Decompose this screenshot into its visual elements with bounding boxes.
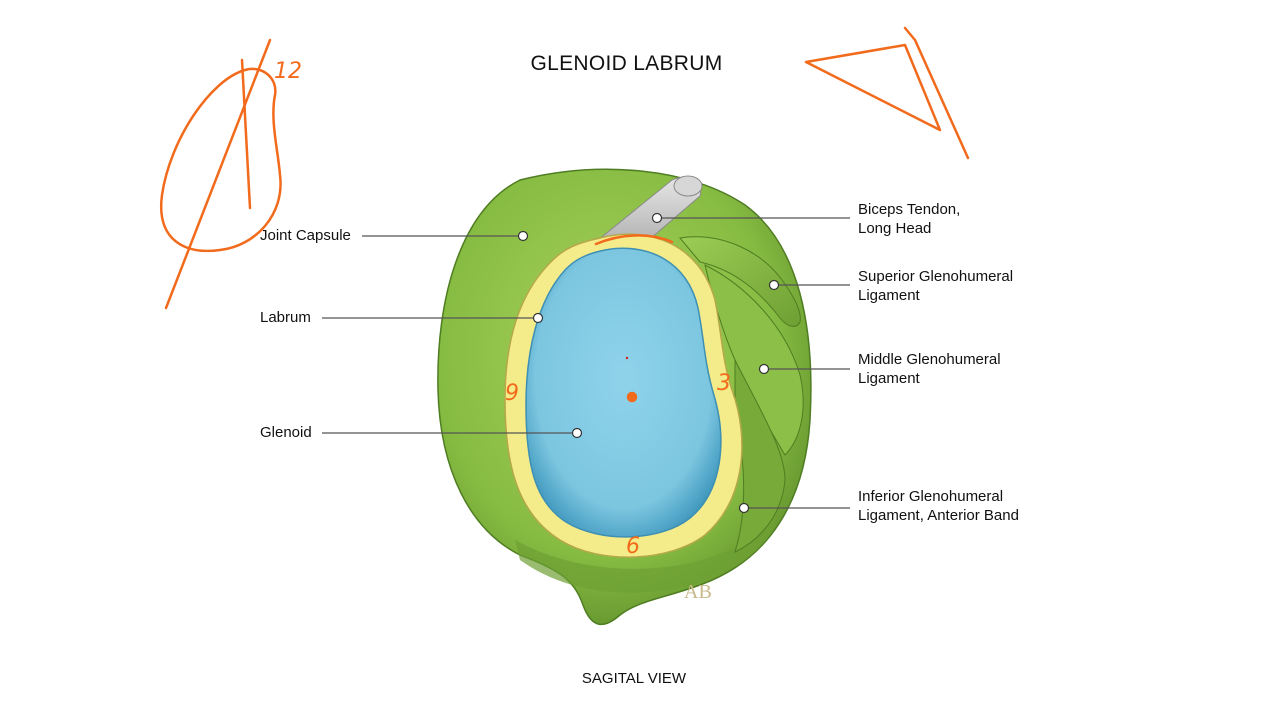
ink-annotations	[159, 26, 970, 403]
artist-signature: AB	[684, 581, 712, 603]
glenoid-shape	[525, 247, 722, 538]
label-mgl-line1: Middle Glenohumeral	[858, 351, 1001, 368]
ink-sketch-triangle	[804, 26, 970, 160]
pointer-igl	[738, 502, 750, 514]
pointer-mgl	[758, 363, 770, 375]
ink-sketch-line-short	[240, 58, 252, 210]
diagram-title: GLENOID LABRUM	[530, 52, 723, 75]
capsule-lower-band	[515, 515, 775, 593]
pointer-labrum	[532, 312, 544, 324]
label-sgl-line2: Ligament	[858, 287, 920, 304]
label-biceps-tendon: Biceps Tendon, Long Head	[858, 200, 960, 238]
label-joint-capsule: Joint Capsule	[260, 227, 351, 244]
middle-gh-ligament-shape	[704, 264, 804, 456]
ink-small-dot	[625, 356, 629, 360]
pointer-biceps	[651, 212, 663, 224]
ink-center-dot	[626, 391, 638, 403]
label-biceps-line1: Biceps Tendon,	[858, 201, 961, 218]
superior-gh-ligament-shape	[679, 236, 801, 327]
inferior-gh-ligament-shape	[734, 359, 786, 553]
ink-clock-3: 3	[717, 371, 731, 396]
label-igl-line2: Ligament, Anterior Band	[858, 507, 1019, 524]
ink-sketch-line-long	[164, 38, 272, 310]
ink-sketch-oval	[159, 67, 282, 253]
label-middle-gh-ligament: Middle Glenohumeral Ligament	[858, 350, 1001, 388]
label-igl-line1: Inferior Glenohumeral	[858, 488, 1004, 505]
ink-clock-9: 9	[505, 381, 519, 406]
label-biceps-line2: Long Head	[858, 220, 932, 237]
pointer-sgl	[768, 279, 780, 291]
label-sgl-line1: Superior Glenohumeral	[858, 268, 1014, 285]
biceps-tendon-end	[673, 175, 703, 197]
pointer-glenoid	[571, 427, 583, 439]
ink-superior-arc	[594, 234, 674, 246]
label-superior-gh-ligament: Superior Glenohumeral Ligament	[858, 267, 1013, 305]
label-labrum: Labrum	[260, 309, 311, 326]
ink-clock-12: 12	[274, 59, 302, 84]
ink-clock-6: 6	[626, 534, 640, 559]
label-glenoid: Glenoid	[260, 424, 312, 441]
pointer-joint-capsule	[517, 230, 529, 242]
view-caption: SAGITAL VIEW	[581, 670, 687, 687]
label-inferior-gh-ligament: Inferior Glenohumeral Ligament, Anterior…	[858, 487, 1019, 525]
label-mgl-line2: Ligament	[858, 370, 920, 387]
